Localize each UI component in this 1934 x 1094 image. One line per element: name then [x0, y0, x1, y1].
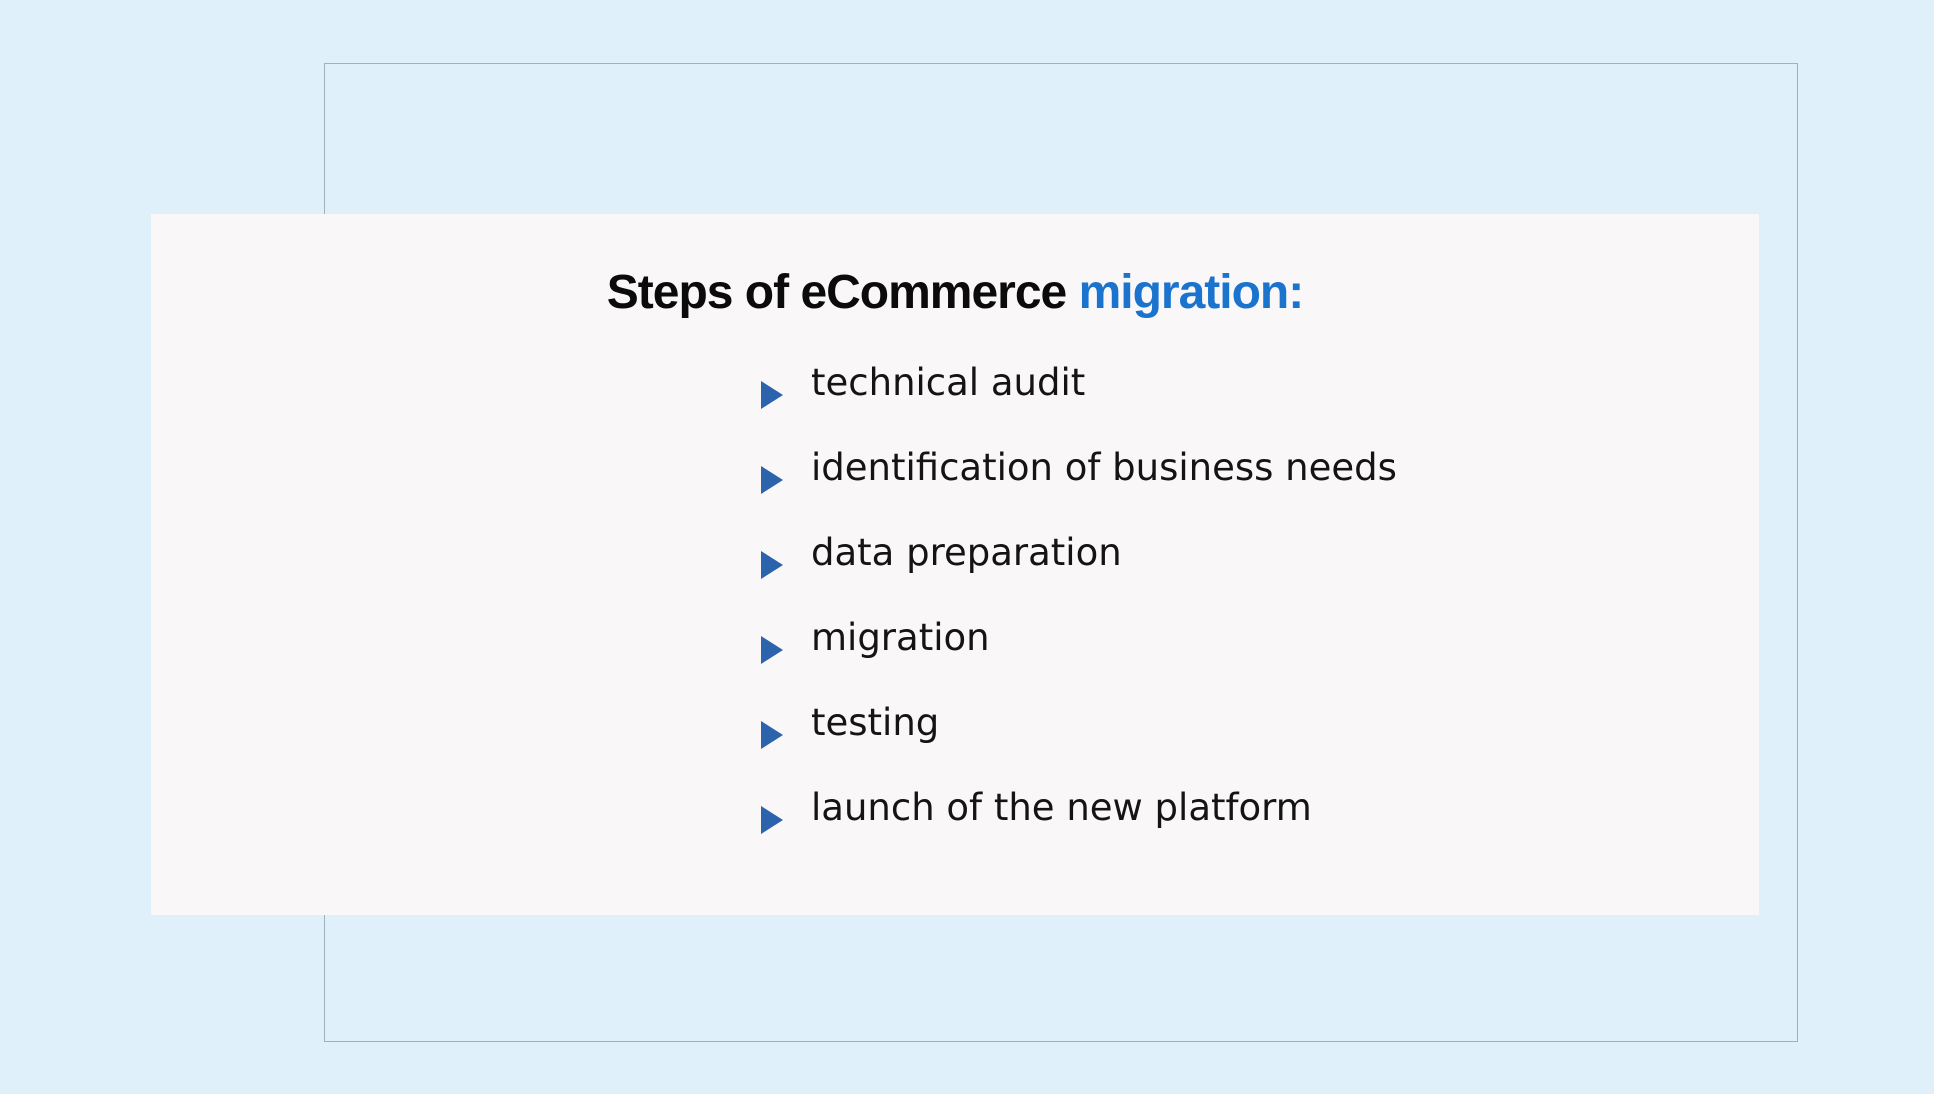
list-item: data preparation — [761, 531, 1397, 616]
step-label: technical audit — [811, 361, 1086, 404]
content-card: Steps of eCommerce migration: technical … — [151, 214, 1759, 915]
triangle-bullet-icon — [761, 636, 785, 666]
title-main: Steps of eCommerce — [606, 266, 1079, 319]
list-item: identification of business needs — [761, 446, 1397, 531]
triangle-bullet-icon — [761, 721, 785, 751]
step-label: identification of business needs — [811, 446, 1397, 489]
step-label: launch of the new platform — [811, 786, 1312, 829]
triangle-bullet-icon — [761, 551, 785, 581]
triangle-bullet-icon — [761, 381, 785, 411]
list-item: migration — [761, 616, 1397, 701]
list-item: technical audit — [761, 361, 1397, 446]
title-accent: migration: — [1078, 266, 1305, 319]
step-label: testing — [811, 701, 940, 744]
step-label: data preparation — [811, 531, 1122, 574]
triangle-bullet-icon — [761, 466, 785, 496]
triangle-bullet-icon — [761, 806, 785, 836]
list-item: testing — [761, 701, 1397, 786]
page-title: Steps of eCommerce migration: — [151, 264, 1759, 322]
step-label: migration — [811, 616, 990, 659]
list-item: launch of the new platform — [761, 786, 1397, 871]
steps-list: technical audit identification of busine… — [761, 361, 1397, 871]
